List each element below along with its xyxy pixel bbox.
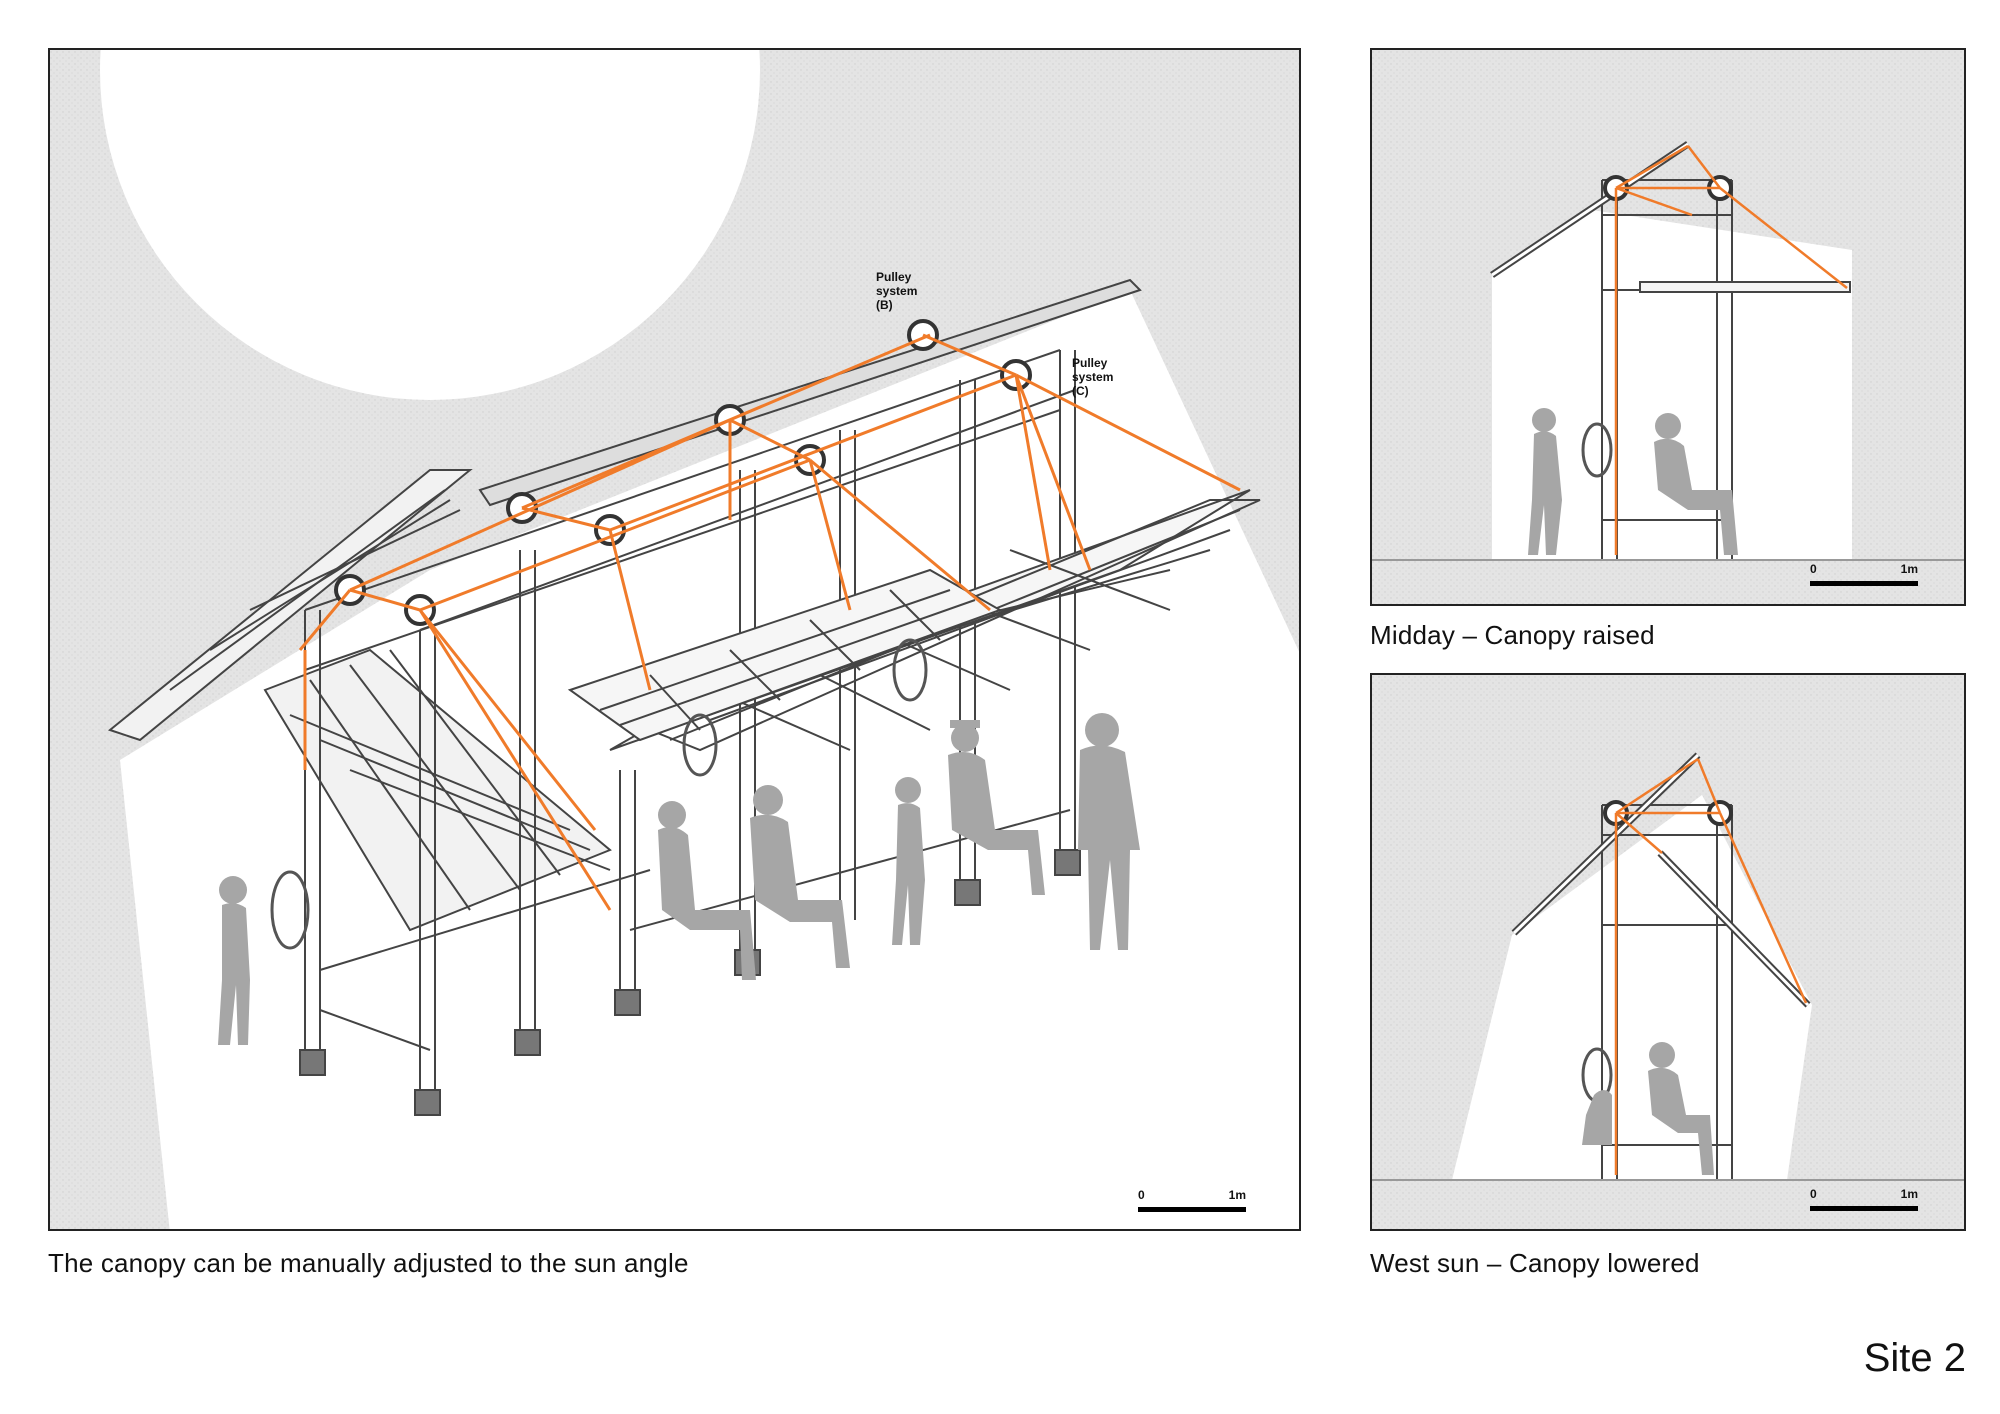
west-scale-end-label: 1m (1900, 1187, 1918, 1201)
pulley-b-line-3: (B) (876, 298, 893, 312)
midday-section-panel: 0 1m (1370, 48, 1966, 606)
midday-section-drawing (1372, 50, 1964, 604)
midday-scale-start-label: 0 (1810, 562, 1817, 576)
hand-wheel-icons (270, 638, 928, 950)
pulley-b-line-1: Pulley (876, 270, 912, 284)
shelter-frame (107, 278, 1261, 1116)
pulley-b-line-2: system (876, 284, 918, 298)
midday-scale-bar-line (1810, 581, 1918, 586)
midday-scale-end-label: 1m (1900, 562, 1918, 576)
midday-caption: Midday – Canopy raised (1370, 620, 1655, 650)
pulley-c-line-3: (C) (1072, 384, 1089, 398)
west-light (1452, 795, 1812, 1180)
west-silhouettes (1582, 1042, 1714, 1175)
west-sun-caption: West sun – Canopy lowered (1370, 1248, 1700, 1278)
west-cables (1614, 757, 1808, 1175)
west-sun-section-panel: 0 1m (1370, 673, 1966, 1231)
scale-bar-line (1138, 1207, 1246, 1212)
west-frame (1511, 752, 1811, 1180)
midday-wheel-icon (1581, 422, 1613, 478)
pulley-cables (298, 333, 1241, 911)
west-scale-bar-line (1810, 1206, 1918, 1211)
people-silhouettes (218, 713, 1140, 1045)
midday-cables (1614, 144, 1848, 555)
pulley-c-line-2: system (1072, 370, 1114, 384)
main-caption: The canopy can be manually adjusted to t… (48, 1248, 689, 1278)
west-scale-start-label: 0 (1810, 1187, 1817, 1201)
midday-silhouettes (1528, 408, 1738, 555)
sun-circle (100, 50, 760, 400)
sheet-title: Site 2 (1863, 1336, 1966, 1380)
light-beam (120, 290, 1299, 1229)
midday-scale-bar: 0 1m (1810, 562, 1918, 594)
scale-bar: 0 1m (1138, 1188, 1246, 1220)
pulley-c-line-1: Pulley (1072, 356, 1108, 370)
midday-light (1492, 210, 1852, 560)
west-sun-section-drawing (1372, 675, 1964, 1229)
pulley-system-b-label: Pulley system (B) (876, 270, 917, 312)
west-scale-bar: 0 1m (1810, 1187, 1918, 1219)
scale-start-label: 0 (1138, 1188, 1145, 1202)
axonometric-drawing-panel: Pulley system (B) Pulley system (C) 0 1m (48, 48, 1301, 1231)
scale-end-label: 1m (1228, 1188, 1246, 1202)
pulley-system-c-label: Pulley system (C) (1072, 356, 1113, 398)
axonometric-drawing (50, 50, 1299, 1229)
